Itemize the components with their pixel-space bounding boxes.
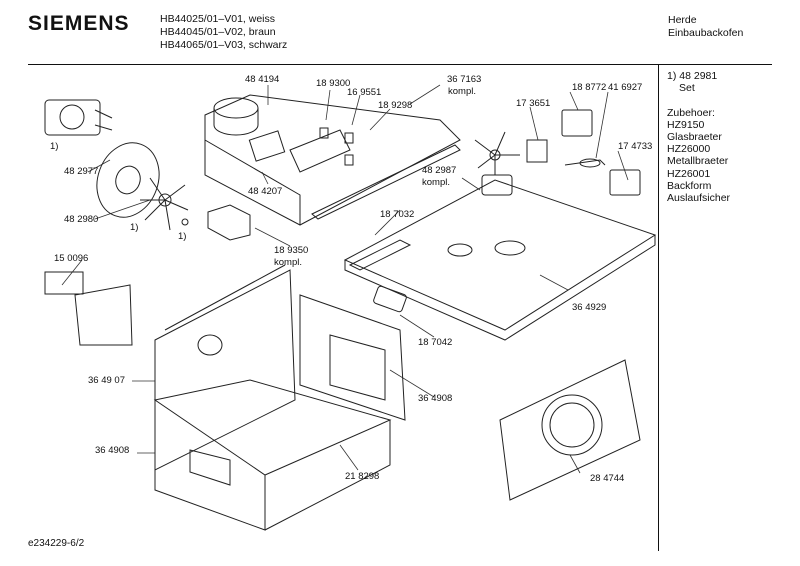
accessories-title: Zubehoer: xyxy=(667,106,715,119)
sidebar: 1) 48 2981 Set Zubehoer: HZ9150 Glasbrae… xyxy=(667,70,730,204)
rear-fan xyxy=(475,132,520,195)
fan-blade xyxy=(140,178,188,230)
part-label: 18 9298 xyxy=(378,100,413,111)
accessory-item: Glasbraeter xyxy=(667,131,722,144)
part-label: 16 9551 xyxy=(347,87,382,98)
fan-cover xyxy=(87,134,169,226)
rear-plate xyxy=(500,360,640,500)
side-wall-right xyxy=(300,295,405,420)
lamp-holder xyxy=(373,285,407,312)
clip-part xyxy=(208,205,250,240)
part-label: 18 9350 xyxy=(274,245,309,256)
bottom-tray xyxy=(155,380,390,530)
part-label: 17 4733 xyxy=(618,141,653,152)
part-label: 48 2977 xyxy=(64,166,99,177)
fan-motor xyxy=(45,100,112,135)
part-label: 28 4744 xyxy=(590,473,625,484)
part-label: 36 4908 xyxy=(418,393,453,404)
part-label: 48 2980 xyxy=(64,214,99,225)
part-label: 48 4207 xyxy=(248,186,283,197)
part-label: kompl. xyxy=(448,86,476,97)
back-panel xyxy=(345,180,655,340)
part-label: 18 9300 xyxy=(316,78,351,89)
set-label: Set xyxy=(679,82,695,95)
model-line: HB44065/01–V03, schwarz xyxy=(160,39,288,51)
header-divider xyxy=(28,64,772,65)
top-housing xyxy=(205,95,460,225)
part-label: 36 49 07 xyxy=(88,375,125,386)
model-line: HB44025/01–V01, weiss xyxy=(160,13,275,25)
accessory-item: Backform xyxy=(667,179,712,192)
note-marker: 1) xyxy=(50,141,59,152)
note-marker: 1) xyxy=(130,222,139,233)
category: Herde Einbaubackofen xyxy=(668,14,743,40)
part-label: 48 2987 xyxy=(422,165,457,176)
bracket xyxy=(350,240,410,270)
model-line: HB44045/01–V02, braun xyxy=(160,26,276,38)
part-label: 18 7042 xyxy=(418,337,453,348)
part-label: 17 3651 xyxy=(516,98,551,109)
part-label: 36 4929 xyxy=(572,302,607,313)
sidebar-divider xyxy=(658,64,659,551)
category-line: Herde xyxy=(668,14,697,26)
part-label: 18 8772 xyxy=(572,82,607,93)
part-label: kompl. xyxy=(274,257,302,268)
side-wall-left xyxy=(155,265,295,470)
accessory-item: Metallbraeter xyxy=(667,155,729,168)
accessory-item: Auslaufsicher xyxy=(667,192,731,205)
part-label: 18 7032 xyxy=(380,209,415,220)
side-rail xyxy=(312,145,460,219)
set-note: 1) 48 2981 xyxy=(667,70,718,82)
terminal-block xyxy=(45,272,132,345)
small-switches xyxy=(320,128,353,165)
category-line: Einbaubackofen xyxy=(668,27,744,39)
part-label: kompl. xyxy=(422,177,450,188)
brand-logo: SIEMENS xyxy=(28,12,130,35)
document-id: e234229-6/2 xyxy=(28,538,85,549)
accessory-item: HZ9150 xyxy=(667,118,705,131)
part-label: 15 0096 xyxy=(54,253,89,264)
part-label: 21 8298 xyxy=(345,471,380,482)
part-label: 36 7163 xyxy=(447,74,482,85)
relays xyxy=(527,110,640,195)
accessory-item: HZ26000 xyxy=(667,143,711,156)
model-list: HB44025/01–V01, weiss HB44045/01–V02, br… xyxy=(160,13,287,52)
accessory-item: HZ26001 xyxy=(667,167,711,180)
part-label: 36 4908 xyxy=(95,445,130,456)
part-label: 48 4194 xyxy=(245,74,280,85)
part-label: 41 6927 xyxy=(608,82,643,93)
note-marker: 1) xyxy=(178,231,187,242)
